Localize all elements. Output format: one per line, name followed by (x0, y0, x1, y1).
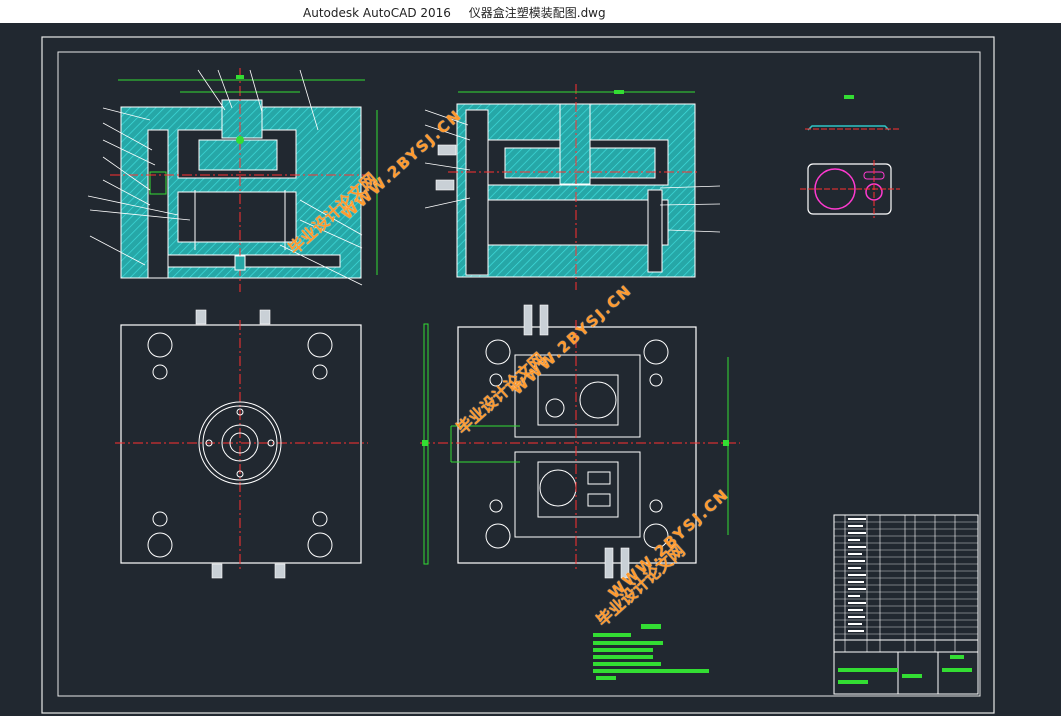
moving-plate-view (420, 304, 740, 579)
inner-border (57, 51, 981, 697)
front-section-view (87, 68, 378, 292)
title-block (833, 514, 979, 695)
technical-notes (593, 624, 709, 680)
outer-border (41, 36, 995, 714)
side-section-view (424, 84, 721, 290)
file-name: 仪器盒注塑模装配图.dwg (468, 6, 606, 20)
drawing-svg (41, 36, 995, 714)
drawing-canvas[interactable]: WWW.2BYSJ.CN 毕业设计论文网 WWW.2BYSJ.CN 毕业设计论文… (0, 23, 1061, 716)
window-title: Autodesk AutoCAD 2016 仪器盒注塑模装配图.dwg (303, 4, 620, 21)
app-title: Autodesk AutoCAD 2016 (303, 6, 451, 20)
part-view (800, 95, 900, 218)
window-titlebar: Autodesk AutoCAD 2016 仪器盒注塑模装配图.dwg (0, 0, 1061, 23)
plate-plan-view (115, 309, 368, 579)
